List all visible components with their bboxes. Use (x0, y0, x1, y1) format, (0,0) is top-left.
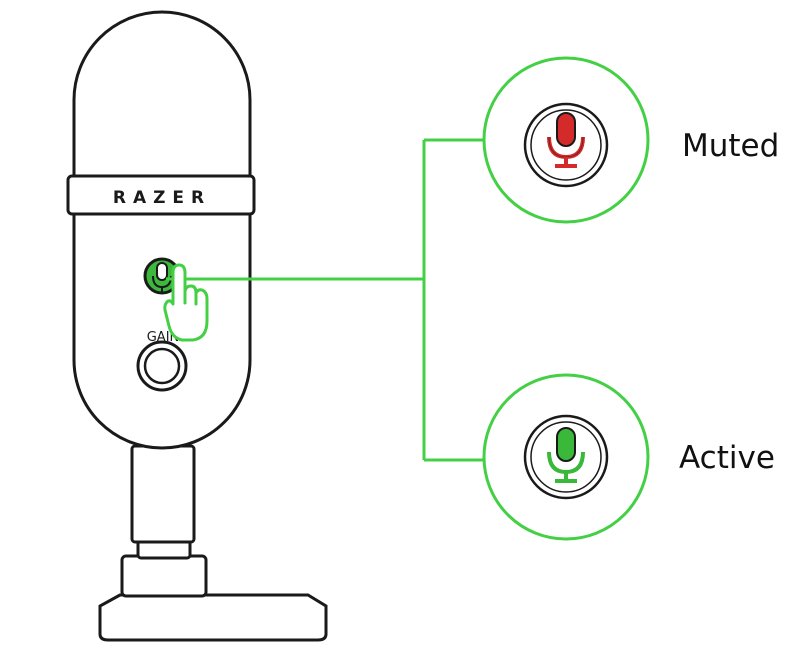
mic-capsule (72, 10, 252, 450)
hand-pointer-icon (163, 263, 209, 342)
brand-logo: RAZER (113, 188, 211, 208)
muted-callout (482, 56, 650, 224)
active-callout (482, 373, 650, 541)
stand-base (98, 593, 328, 642)
microphone-active-icon (547, 427, 585, 483)
microphone (66, 10, 328, 642)
brand-band (66, 174, 256, 216)
stand-stem (130, 444, 196, 544)
active-state-label: Active (679, 440, 775, 476)
connector-lines (166, 138, 484, 462)
microphone-icon (152, 262, 172, 292)
stand-base-top (120, 554, 208, 598)
microphone-muted-icon (547, 112, 585, 168)
gain-knob[interactable] (136, 340, 188, 392)
muted-state-label: Muted (682, 128, 780, 164)
